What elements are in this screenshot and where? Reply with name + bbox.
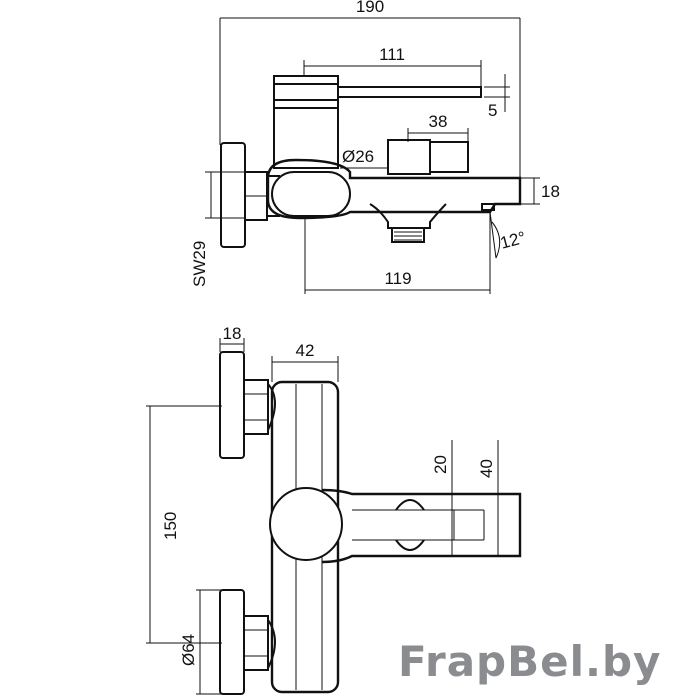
label-overall-width: 190: [356, 0, 384, 16]
label-wrench-size: SW29: [190, 241, 209, 287]
top-nut-upper-lines: [244, 393, 268, 421]
top-view: 18 42 20 40 150 Ø64: [146, 324, 522, 695]
side-view: 190 111 5 38 Ø26 18 SW29 12°: [190, 0, 560, 294]
label-flange-diameter: Ø64: [179, 634, 198, 666]
label-lever-length: 111: [379, 45, 405, 64]
top-flange-upper: [219, 351, 245, 459]
top-handle-circle: [269, 487, 343, 561]
side-thread-lines: [394, 231, 422, 241]
side-body: [266, 158, 522, 220]
top-spout-arm: [321, 488, 522, 564]
label-body-width: 42: [296, 341, 315, 360]
label-flange-depth: 18: [223, 324, 242, 343]
top-connector-upper: [267, 383, 276, 431]
side-flange: [220, 142, 246, 248]
label-spout-angle: 12°: [498, 228, 528, 253]
label-diverter-width: 20: [431, 455, 450, 474]
side-outlet-thread: [391, 227, 425, 243]
side-lever: [337, 86, 482, 98]
angle-arc: [491, 221, 501, 259]
side-valve-column: [273, 107, 339, 169]
label-spout-height: 18: [541, 182, 560, 201]
top-nut-lower-lines: [244, 629, 268, 657]
label-lever-offset: 5: [488, 101, 497, 120]
side-body-oval: [271, 171, 351, 217]
label-spout-depth: 40: [477, 459, 496, 478]
top-flange-lower: [219, 589, 245, 695]
label-center-distance: 150: [161, 512, 180, 540]
top-outlet: [395, 499, 425, 551]
side-spout-tip: [481, 203, 495, 211]
top-nut-upper: [243, 379, 269, 435]
side-handle-cap: [273, 75, 339, 109]
top-connector-lower: [267, 619, 276, 669]
side-diverter-cap: [429, 141, 469, 173]
side-diverter-knob: [387, 139, 431, 175]
angle-line-a: [489, 211, 497, 259]
label-diverter-length: 38: [429, 112, 448, 131]
label-spout-reach: 119: [384, 269, 411, 288]
label-diverter-diameter: Ø26: [342, 147, 374, 166]
side-outlet: [369, 203, 447, 229]
top-nut-lower: [243, 615, 269, 671]
watermark-text: FrapBel.by: [398, 637, 661, 686]
